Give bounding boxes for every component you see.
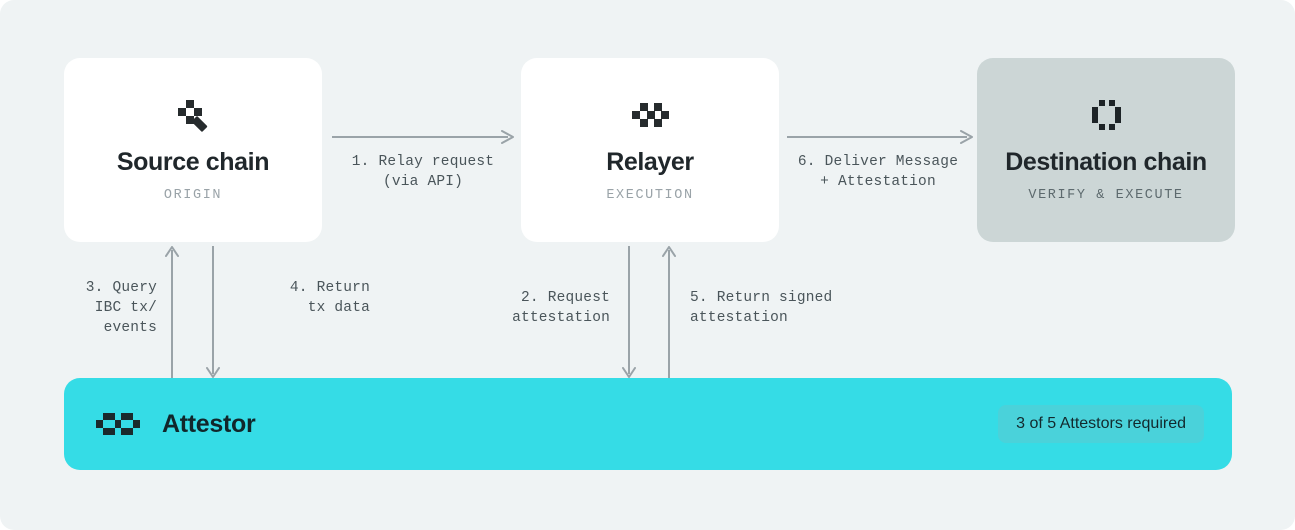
attestor-title: Attestor <box>162 409 256 438</box>
arrow-label-line1: 3. Query <box>85 280 157 296</box>
node-subtitle: VERIFY & EXECUTE <box>1028 187 1184 203</box>
wand-sparkle-pixel-icon <box>175 98 211 132</box>
arrow-label-line1: 6. Deliver Message <box>797 154 959 170</box>
arrow-label-line1: 5. Return signed <box>690 290 833 306</box>
arrow-label-line1: 2. Request <box>520 290 610 306</box>
arrow-step-2 <box>622 246 636 378</box>
arrow-label-line1: 1. Relay request <box>351 154 495 170</box>
arrow-label-step-1: 1. Relay request (via API) <box>332 152 514 192</box>
brackets-pixel-icon <box>1090 98 1122 132</box>
node-attestor[interactable]: Attestor 3 of 5 Attestors required <box>64 378 1232 470</box>
attestor-pixel-icon <box>96 411 140 437</box>
node-title: Source chain <box>116 147 270 176</box>
arrow-label-step-6: 6. Deliver Message + Attestation <box>783 152 973 192</box>
arrow-step-5 <box>662 246 676 378</box>
arrow-label-line2: IBC tx/ <box>94 300 157 316</box>
arrow-label-line2: + Attestation <box>820 174 936 190</box>
arrow-label-line2: attestation <box>512 310 610 326</box>
arrow-label-line3: events <box>103 320 157 336</box>
arrow-label-step-4: 4. Return tx data <box>222 278 370 318</box>
node-destination-chain[interactable]: Destination chain VERIFY & EXECUTE <box>977 58 1235 242</box>
node-relayer[interactable]: Relayer EXECUTION <box>521 58 779 242</box>
arrow-step-6 <box>787 130 974 144</box>
arrow-label-line2: tx data <box>307 300 370 316</box>
arrow-step-4 <box>206 246 220 378</box>
attestor-threshold-badge: 3 of 5 Attestors required <box>998 405 1204 443</box>
node-source-chain[interactable]: Source chain ORIGIN <box>64 58 322 242</box>
arrow-label-line2: (via API) <box>382 174 464 190</box>
arrow-label-step-2: 2. Request attestation <box>430 288 610 328</box>
arrow-step-1 <box>332 130 515 144</box>
node-subtitle: ORIGIN <box>163 187 223 203</box>
arrow-label-step-5: 5. Return signed attestation <box>690 288 930 328</box>
checkerboard-pixel-icon <box>630 98 670 132</box>
arrow-label-line2: attestation <box>690 310 788 326</box>
node-title: Destination chain <box>1005 147 1207 176</box>
node-title: Relayer <box>606 147 694 176</box>
node-subtitle: EXECUTION <box>606 187 694 203</box>
arrow-label-line1: 4. Return <box>289 280 370 296</box>
arrow-step-3 <box>165 246 179 378</box>
